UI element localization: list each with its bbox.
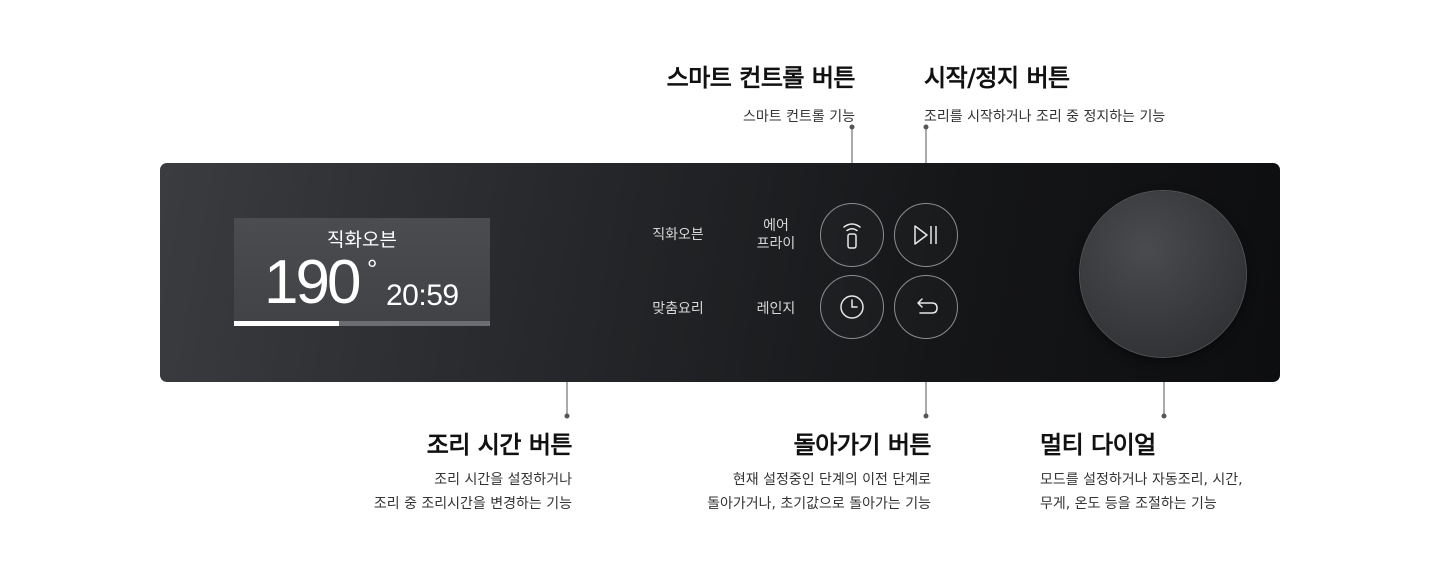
- progress-fill: [234, 321, 339, 326]
- callout-title: 스마트 컨트롤 버튼: [666, 64, 856, 92]
- clock-icon: [840, 295, 864, 319]
- callout-start-stop: 시작/정지 버튼 조리를 시작하거나 조리 중 정지하는 기능: [924, 58, 1165, 129]
- return-arrow-icon: [917, 298, 938, 314]
- callout-desc: 스마트 컨트롤 기능: [743, 109, 855, 125]
- leader-dot-time-bottom: [564, 413, 570, 419]
- cook-time-button[interactable]: [820, 275, 884, 339]
- back-button[interactable]: [894, 275, 958, 339]
- multi-dial[interactable]: [1080, 191, 1246, 357]
- callout-desc: 조리를 시작하거나 조리 중 정지하는 기능: [924, 109, 1166, 125]
- mode-custom-label: 맞춤요리: [652, 301, 704, 317]
- mode-air-fry[interactable]: 에어 프라이: [746, 217, 806, 253]
- start-stop-button[interactable]: [894, 203, 958, 267]
- callout-desc-line-2: 조리 중 조리시간을 변경하는 기능: [373, 496, 572, 512]
- mode-custom[interactable]: 맞춤요리: [643, 300, 713, 318]
- callout-multi-dial: 멀티 다이얼 모드를 설정하거나 자동조리, 시간, 무게, 온도 등을 조절하…: [1040, 425, 1243, 516]
- mode-oven-label: 직화오븐: [652, 227, 704, 243]
- control-panel: 직화오븐 190 ° 20:59 직화오븐 에어 프라이 맞춤요리 레인지: [160, 163, 1280, 382]
- callout-desc-line-2: 돌아가거나, 초기값으로 돌아가는 기능: [707, 496, 931, 512]
- play-pause-icon: [914, 225, 937, 245]
- display-time: 20:59: [386, 279, 459, 312]
- callout-smart-control: 스마트 컨트롤 버튼 스마트 컨트롤 기능: [666, 58, 856, 129]
- callout-title: 멀티 다이얼: [1040, 431, 1156, 459]
- callout-desc-line-2: 무게, 온도 등을 조절하는 기능: [1040, 496, 1217, 512]
- display-degree: °: [367, 254, 378, 284]
- mode-microwave[interactable]: 레인지: [746, 300, 806, 318]
- lcd-display: 직화오븐 190 ° 20:59: [234, 218, 490, 326]
- smart-control-icon: [843, 223, 861, 249]
- progress-bar: [234, 321, 490, 326]
- mode-oven[interactable]: 직화오븐: [643, 226, 713, 244]
- callout-desc-line-1: 조리 시간을 설정하거나: [434, 472, 572, 488]
- callout-desc-line-1: 현재 설정중인 단계의 이전 단계로: [732, 472, 931, 488]
- leader-dot-back-bottom: [923, 413, 929, 419]
- callout-title: 돌아가기 버튼: [793, 431, 932, 459]
- display-temperature: 190: [264, 248, 361, 317]
- mode-air-fry-label-1: 에어: [763, 218, 789, 234]
- mode-air-fry-label-2: 프라이: [756, 236, 796, 252]
- callout-desc-line-1: 모드를 설정하거나 자동조리, 시간,: [1040, 472, 1243, 488]
- display-mode: 직화오븐: [327, 229, 397, 251]
- leader-dot-dial-bottom: [1161, 413, 1167, 419]
- mode-microwave-label: 레인지: [756, 301, 796, 317]
- callout-back: 돌아가기 버튼 현재 설정중인 단계의 이전 단계로 돌아가거나, 초기값으로 …: [707, 425, 931, 516]
- smart-control-button[interactable]: [820, 203, 884, 267]
- callout-title: 시작/정지 버튼: [924, 64, 1070, 92]
- callout-cook-time: 조리 시간 버튼 조리 시간을 설정하거나 조리 중 조리시간을 변경하는 기능: [373, 425, 573, 516]
- callout-title: 조리 시간 버튼: [426, 431, 573, 459]
